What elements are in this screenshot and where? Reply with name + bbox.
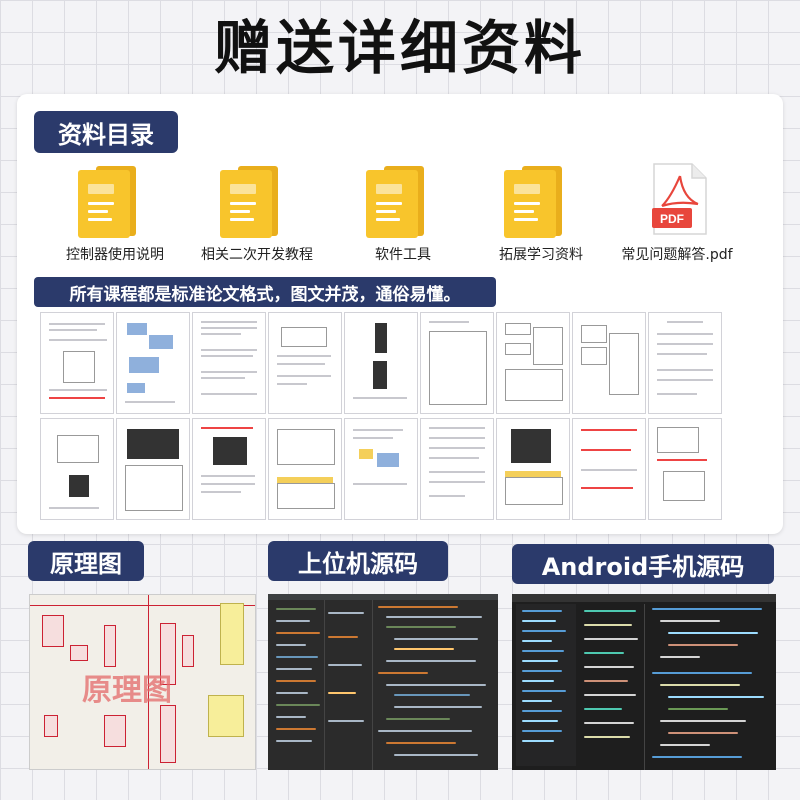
document-page [572, 418, 646, 520]
document-page [496, 312, 570, 414]
schematic-image: 原理图 [29, 594, 256, 770]
page-title: 赠送详细资料 [213, 14, 586, 82]
folder-icon [220, 166, 280, 238]
pdf-icon: PDF [652, 163, 707, 235]
document-page [192, 312, 266, 414]
document-page [268, 418, 342, 520]
document-page [344, 312, 418, 414]
folder-icon [504, 166, 564, 238]
document-page [40, 312, 114, 414]
schematic-watermark: 原理图 [82, 673, 172, 708]
file-item-extended-learning[interactable]: 拓展学习资料 [476, 162, 606, 272]
document-thumbnails [40, 312, 722, 524]
android-source-code-image [512, 594, 776, 770]
file-name: 常见问题解答.pdf [621, 247, 733, 263]
file-name: 控制器使用说明 [66, 247, 164, 263]
document-page [116, 312, 190, 414]
document-page [268, 312, 342, 414]
directory-tag: 资料目录 [34, 111, 178, 153]
pc-source-code-image [268, 594, 498, 770]
file-item-software-tools[interactable]: 软件工具 [338, 162, 468, 272]
file-name: 软件工具 [375, 247, 431, 263]
document-page [572, 312, 646, 414]
document-page [116, 418, 190, 520]
file-name: 拓展学习资料 [499, 247, 583, 263]
document-page [496, 418, 570, 520]
pdf-badge: PDF [660, 212, 684, 226]
folder-icon [366, 166, 426, 238]
courses-banner: 所有课程都是标准论文格式，图文并茂，通俗易懂。 [34, 277, 496, 307]
document-page [648, 418, 722, 520]
folder-icon [78, 166, 138, 238]
file-item-dev-tutorial[interactable]: 相关二次开发教程 [192, 162, 322, 272]
file-name: 相关二次开发教程 [201, 247, 313, 263]
file-item-faq-pdf[interactable]: PDF 常见问题解答.pdf [612, 162, 742, 272]
document-page [344, 418, 418, 520]
schematic-tag: 原理图 [28, 541, 144, 581]
document-page [40, 418, 114, 520]
document-page [420, 418, 494, 520]
android-source-tag: Android手机源码 [512, 544, 774, 584]
file-item-controller-manual[interactable]: 控制器使用说明 [50, 162, 180, 272]
pc-source-tag: 上位机源码 [268, 541, 448, 581]
document-page [648, 312, 722, 414]
document-page [192, 418, 266, 520]
document-page [420, 312, 494, 414]
